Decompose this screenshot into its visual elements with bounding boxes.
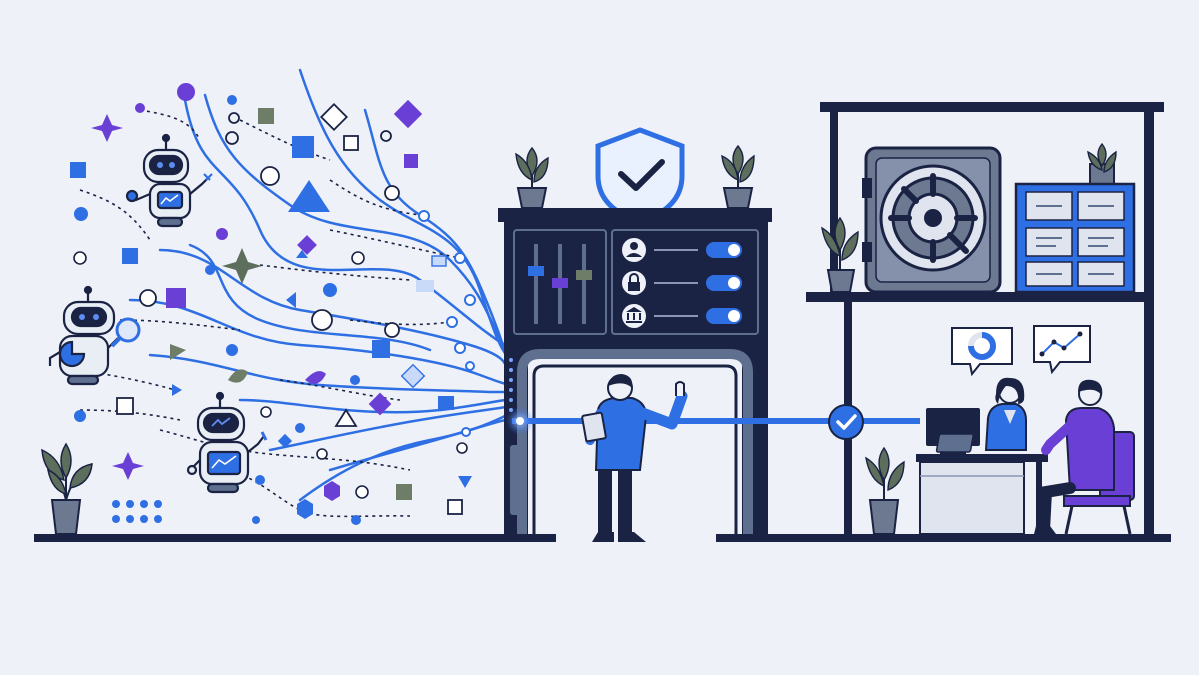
chart-line-icon (156, 190, 184, 210)
dot-grid (112, 500, 162, 523)
slider-handle (576, 270, 592, 280)
potted-plant-icon (515, 146, 549, 209)
toggle-row (622, 271, 742, 295)
potted-plant-icon (865, 446, 905, 535)
connector-beam (506, 407, 920, 435)
filing-cabinet-icon (1014, 142, 1136, 294)
lock-icon (628, 273, 640, 291)
slider-handle (552, 278, 568, 288)
data-streams (128, 68, 514, 502)
robot-icon (186, 391, 268, 494)
line-chart-icon (1033, 325, 1091, 375)
robot-icon (125, 133, 213, 228)
control-sliders (528, 244, 592, 324)
seated-man-icon (1034, 379, 1135, 536)
slider-handle (528, 266, 544, 276)
stream-nodes (418, 210, 476, 437)
left-floor-line (34, 534, 556, 542)
robot-icon (48, 285, 141, 386)
toggle-row (622, 238, 742, 262)
person-with-clipboard-icon (581, 374, 688, 542)
check-circle-icon (828, 404, 864, 440)
gateway (498, 127, 772, 534)
vault-icon (862, 146, 1002, 294)
user-icon (626, 242, 642, 257)
potted-plant-icon (721, 144, 755, 209)
desk-scene (865, 377, 1135, 536)
toggle-row (622, 304, 742, 328)
potted-plant-icon (41, 442, 93, 535)
floating-shapes (70, 83, 472, 525)
bank-icon (626, 307, 642, 323)
seated-woman-icon (935, 377, 1027, 453)
magnifier-icon (110, 317, 141, 348)
right-floor-line (716, 534, 1171, 542)
donut-chart-icon (951, 327, 1013, 377)
chart-line-icon (206, 450, 242, 476)
potted-plant-icon (821, 216, 859, 293)
